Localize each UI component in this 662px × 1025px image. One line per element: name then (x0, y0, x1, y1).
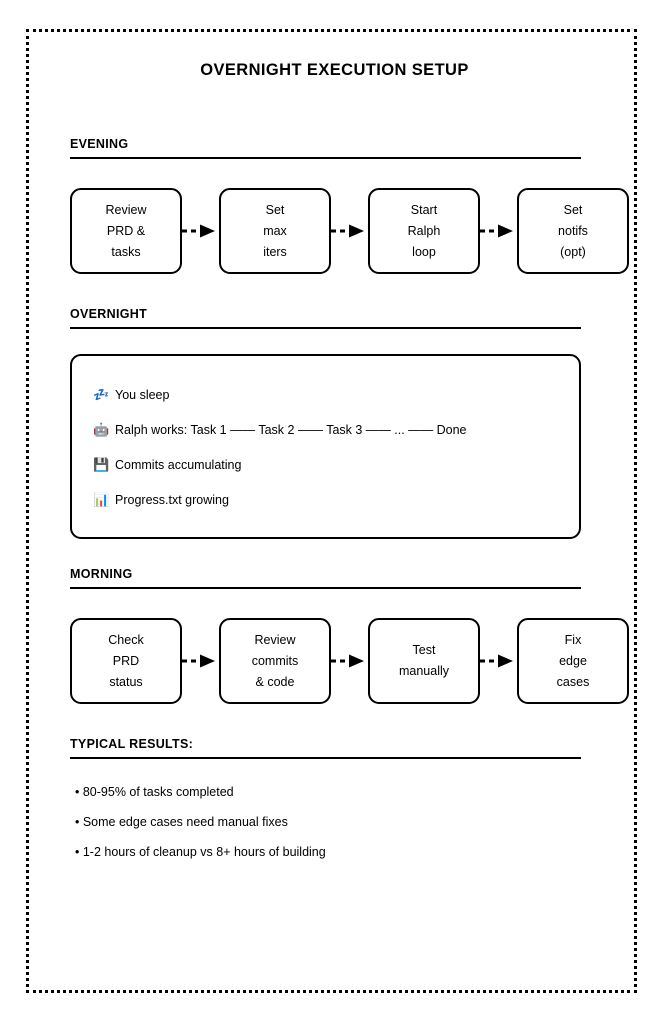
arrow-connector-icon (480, 224, 517, 238)
section-label-results: TYPICAL RESULTS: (70, 737, 194, 751)
section-label-evening: EVENING (70, 137, 129, 151)
section-label-morning: MORNING (70, 567, 133, 581)
section-header-overnight: OVERNIGHT (70, 307, 581, 329)
arrow-connector-icon (331, 224, 368, 238)
section-rule-results (70, 757, 581, 759)
list-item: • 80-95% of tasks completed (75, 785, 234, 799)
flow-box-line: commits (251, 653, 299, 668)
flow-box-line: Review (105, 202, 147, 217)
section-rule-overnight (70, 327, 581, 329)
flow-box-line: loop (412, 244, 436, 259)
flow-box-line: manually (398, 664, 450, 678)
flow-box-line: PRD & (106, 223, 146, 238)
list-item: 🤖 Ralph works: Task 1 —— Task 2 —— Task … (93, 412, 579, 447)
bar-chart-icon: 📊 (93, 492, 110, 507)
list-item-label: Commits accumulating (115, 457, 242, 472)
overnight-item-list: 💤 You sleep 🤖 Ralph works: Task 1 —— Tas… (72, 356, 579, 538)
flow-row-morning: Check PRD status Review commits & code T… (70, 618, 631, 704)
arrow-connector-icon (182, 224, 219, 238)
flow-box-morning-3[interactable]: Test manually (368, 618, 480, 704)
flow-box-line: Set (563, 202, 583, 217)
flow-box-morning-2[interactable]: Review commits & code (219, 618, 331, 704)
section-header-results: TYPICAL RESULTS: (70, 737, 581, 759)
flow-box-line: & code (255, 674, 295, 689)
list-item-label: Progress.txt growing (115, 492, 229, 507)
flow-box-line: Start (410, 202, 438, 217)
section-rule-evening (70, 157, 581, 159)
arrow-connector-icon (480, 654, 517, 668)
list-item: 💾 Commits accumulating (93, 447, 579, 482)
page-title: OVERNIGHT EXECUTION SETUP (200, 61, 469, 79)
list-item: • 1-2 hours of cleanup vs 8+ hours of bu… (75, 845, 326, 859)
flow-box-line: Fix (564, 632, 582, 647)
flow-box-line: Test (412, 643, 436, 657)
flow-box-line: status (109, 674, 143, 689)
section-header-morning: MORNING (70, 567, 581, 589)
flow-box-evening-1[interactable]: Review PRD & tasks (70, 188, 182, 274)
flow-box-morning-1[interactable]: Check PRD status (70, 618, 182, 704)
flow-box-evening-3[interactable]: Start Ralph loop (368, 188, 480, 274)
flow-box-line: tasks (111, 244, 141, 259)
flow-box-evening-4[interactable]: Set notifs (opt) (517, 188, 629, 274)
robot-icon: 🤖 (93, 422, 110, 437)
flow-row-evening: Review PRD & tasks Set max iters Start R… (70, 188, 631, 274)
flow-box-line: PRD (112, 653, 140, 668)
floppy-disk-icon: 💾 (93, 457, 110, 472)
results-bullet-list: • 80-95% of tasks completed • Some edge … (70, 777, 581, 867)
flow-box-line: iters (263, 244, 287, 259)
section-header-evening: EVENING (70, 137, 581, 159)
flow-box-morning-4[interactable]: Fix edge cases (517, 618, 629, 704)
flow-box-line: (opt) (560, 244, 586, 259)
arrow-connector-icon (182, 654, 219, 668)
section-rule-morning (70, 587, 581, 589)
flow-box-line: Check (108, 632, 144, 647)
sleep-zzz-icon: 💤 (93, 387, 110, 402)
list-item: • Some edge cases need manual fixes (75, 815, 288, 829)
list-item-label: You sleep (115, 387, 170, 402)
flow-box-line: max (263, 223, 287, 238)
flow-box-line: edge (559, 653, 587, 668)
arrow-connector-icon (331, 654, 368, 668)
list-item-label: Ralph works: Task 1 —— Task 2 —— Task 3 … (115, 422, 467, 437)
page-border: OVERNIGHT EXECUTION SETUP EVENING Review… (26, 29, 637, 993)
flow-box-line: Review (254, 632, 296, 647)
flow-box-evening-2[interactable]: Set max iters (219, 188, 331, 274)
list-item: 💤 You sleep (93, 377, 579, 412)
overnight-panel: 💤 You sleep 🤖 Ralph works: Task 1 —— Tas… (70, 354, 581, 539)
flow-box-line: cases (556, 674, 590, 689)
flow-box-line: notifs (558, 223, 588, 238)
section-label-overnight: OVERNIGHT (70, 307, 148, 321)
flow-box-line: Ralph (407, 223, 441, 238)
flow-box-line: Set (265, 202, 285, 217)
list-item: 📊 Progress.txt growing (93, 482, 579, 517)
